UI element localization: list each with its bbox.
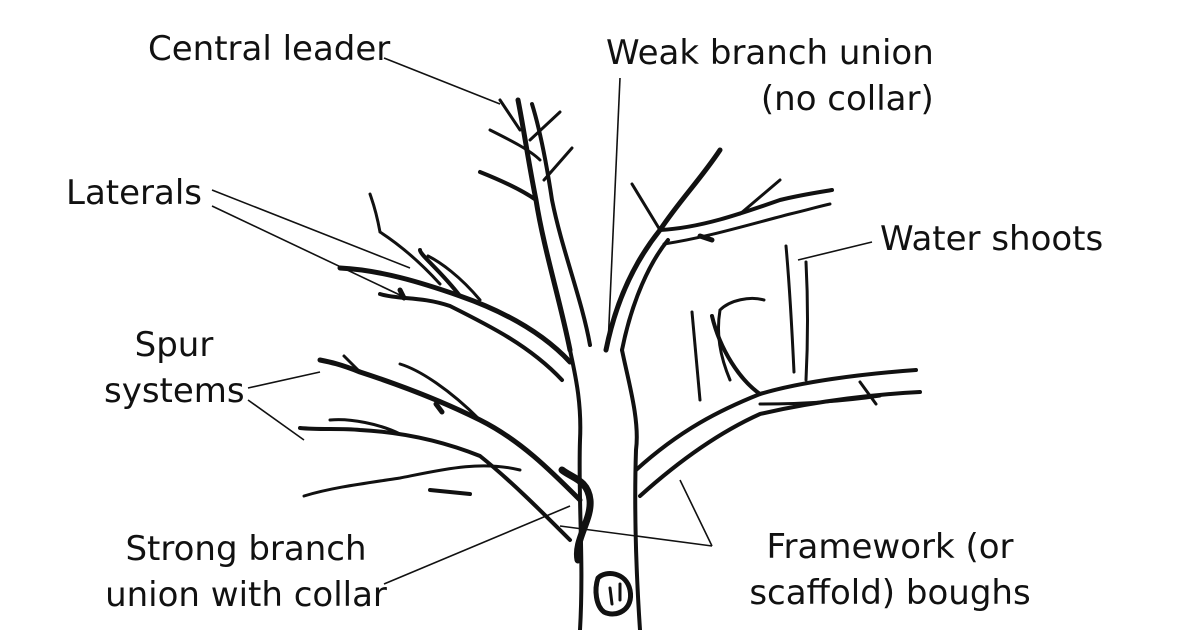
label-weak-branch-union: Weak branch union (no collar)	[606, 30, 934, 122]
label-central-leader: Central leader	[148, 29, 391, 69]
label-spur-systems: Spur systems	[104, 322, 245, 414]
label-laterals: Laterals	[66, 173, 202, 213]
label-framework-boughs: Framework (or scaffold) boughs	[740, 524, 1040, 616]
trunk	[558, 348, 642, 630]
water-shoots	[784, 244, 809, 382]
label-weak-branch-union-line-1: Weak branch union	[606, 33, 934, 73]
laterals-branches	[337, 192, 573, 382]
label-water-shoots: Water shoots	[880, 219, 1104, 259]
label-strong-branch-union-line-1: Strong branch	[125, 529, 367, 569]
lower-left-bough	[298, 354, 583, 542]
label-strong-branch-union-line-2: union with collar	[105, 575, 387, 615]
leader-lines	[211, 57, 873, 585]
label-weak-branch-union-line-2: (no collar)	[760, 79, 934, 119]
central-leader-branch	[478, 97, 592, 353]
label-strong-branch-union: Strong branch union with collar	[96, 526, 396, 618]
label-spur-systems-line-2: systems	[104, 371, 245, 411]
label-spur-systems-line-1: Spur	[134, 325, 214, 365]
right-framework-bough	[634, 296, 922, 498]
label-framework-boughs-line-1: Framework (or	[766, 527, 1014, 567]
right-upper-bough	[603, 147, 834, 353]
label-framework-boughs-line-2: scaffold) boughs	[749, 573, 1031, 613]
